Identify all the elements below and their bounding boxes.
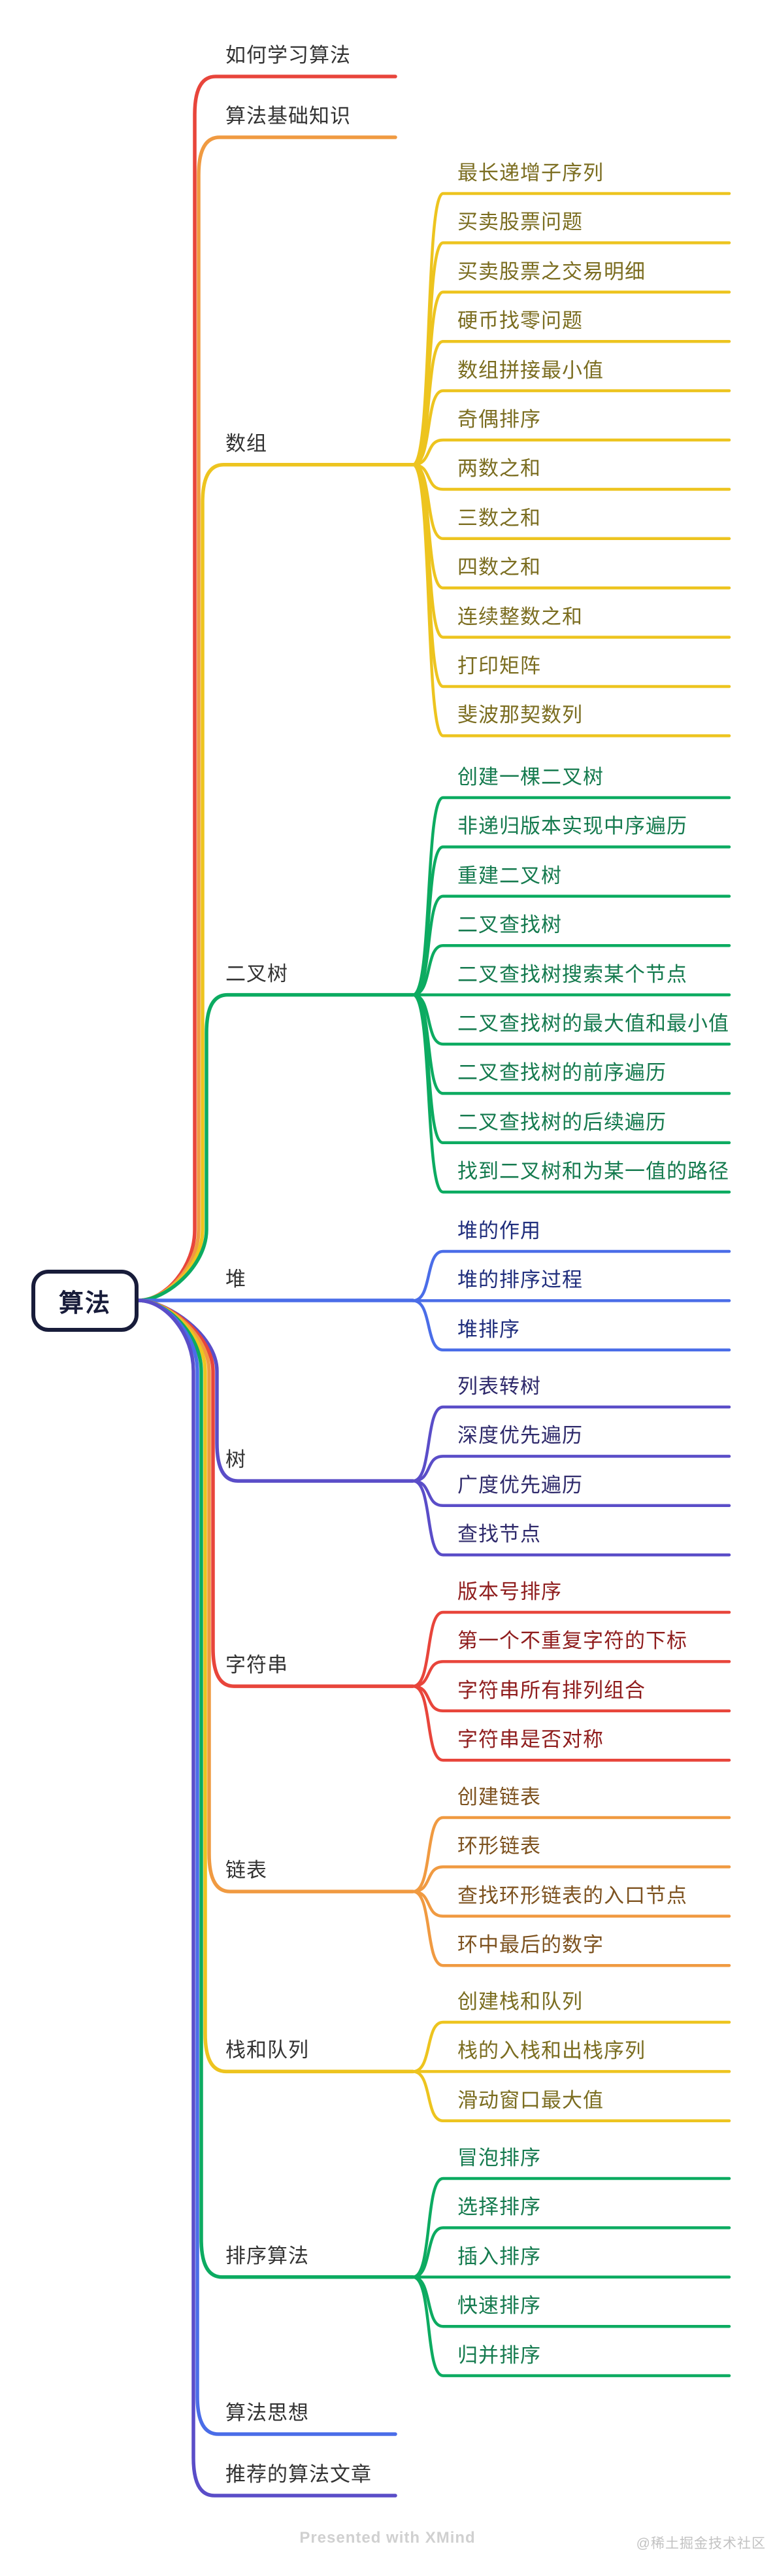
sub-topic[interactable]: 创建栈和队列 [457,1990,583,2013]
sub-topic[interactable]: 找到二叉树和为某一值的路径 [457,1160,729,1183]
juejin-watermark: @稀土掘金技术社区 [636,2536,766,2551]
sub-topic[interactable]: 选择排序 [457,2195,541,2219]
sub-topic[interactable]: 连续整数之和 [457,605,583,628]
branch-wire [137,462,415,1302]
branch-wire [411,1610,731,1688]
sub-topic[interactable]: 创建链表 [457,1786,541,1808]
main-topic-6[interactable]: 树 [225,1448,246,1472]
sub-topic[interactable]: 二叉查找树搜索某个节点 [457,962,687,986]
branch-wire [411,2177,731,2279]
branch-wire [411,1299,731,1352]
branch-wire [411,1455,731,1483]
main-topic-10[interactable]: 排序算法 [225,2244,309,2267]
sub-topic[interactable]: 环形链表 [457,1835,541,1858]
sub-topic[interactable]: 二叉查找树的最大值和最小值 [457,1012,729,1035]
sub-topic[interactable]: 字符串所有排列组合 [457,1678,646,1702]
sub-topic[interactable]: 查找节点 [457,1523,541,1546]
branch-wire [411,894,731,996]
main-topic-3[interactable]: 数组 [225,432,267,455]
branch-wire [411,2226,731,2279]
branch-wire [411,943,731,996]
sub-topic[interactable]: 栈的入栈和出栈序列 [457,2039,646,2063]
branch-wire [137,1298,415,2279]
main-topic-8[interactable]: 链表 [225,1859,267,1882]
main-topic-7[interactable]: 字符串 [225,1653,288,1677]
sub-topic[interactable]: 两数之和 [457,457,541,481]
sub-topic[interactable]: 广度优先遍历 [457,1473,583,1497]
sub-topic[interactable]: 非递归版本实现中序遍历 [457,815,687,838]
sub-topic[interactable]: 环中最后的数字 [457,1933,604,1957]
branch-wire [137,135,397,1302]
sub-topic[interactable]: 列表转树 [457,1375,541,1398]
sub-topic[interactable]: 最长递增子序列 [457,161,604,184]
sub-topic[interactable]: 二叉查找树的前序遍历 [457,1061,667,1085]
main-topic-5[interactable]: 堆 [225,1268,246,1291]
sub-topic[interactable]: 二叉查找树 [457,913,562,937]
sub-topic[interactable]: 堆的作用 [457,1219,541,1242]
main-topic-2[interactable]: 算法基础知识 [225,105,351,127]
sub-topic[interactable]: 深度优先遍历 [457,1424,583,1448]
sub-topic[interactable]: 买卖股票之交易明细 [457,260,646,283]
sub-topic[interactable]: 四数之和 [457,556,541,579]
sub-topic[interactable]: 奇偶排序 [457,408,541,431]
sub-topic[interactable]: 硬币找零问题 [457,309,583,333]
branch-wire [411,438,731,466]
sub-topic[interactable]: 二叉查找树的后续遍历 [457,1110,667,1134]
sub-topic[interactable]: 堆的排序过程 [457,1268,583,1292]
root-topic-label: 算法 [58,1290,111,1317]
branch-wire [137,1298,415,1688]
sub-topic[interactable]: 插入排序 [457,2245,541,2268]
branch-wire [411,1405,731,1483]
sub-topic[interactable]: 创建一棵二叉树 [457,766,604,788]
sub-topic[interactable]: 版本号排序 [457,1580,562,1603]
main-topic-11[interactable]: 算法思想 [225,2401,309,2424]
sub-topic[interactable]: 斐波那契数列 [457,703,583,727]
sub-topic[interactable]: 快速排序 [457,2294,541,2318]
sub-topic[interactable]: 第一个不重复字符的下标 [457,1629,687,1653]
sub-topic[interactable]: 字符串是否对称 [457,1728,604,1752]
sub-topic[interactable]: 三数之和 [457,506,541,530]
branch-wire [137,75,397,1302]
sub-topic[interactable]: 归并排序 [457,2343,541,2367]
branch-wire [411,463,731,737]
sub-topic[interactable]: 打印矩阵 [457,654,541,677]
branch-wire [137,1298,415,1893]
main-topic-9[interactable]: 栈和队列 [225,2039,309,2062]
main-topic-1[interactable]: 如何学习算法 [225,44,351,67]
branch-wire [411,1249,731,1302]
sub-topic[interactable]: 重建二叉树 [457,864,562,887]
main-topic-4[interactable]: 二叉树 [225,962,288,985]
branch-wire [411,389,731,466]
sub-topic[interactable]: 买卖股票问题 [457,211,583,234]
sub-topic[interactable]: 查找环形链表的入口节点 [457,1884,687,1907]
branch-wire [411,1865,731,1893]
branch-wire [411,1479,731,1557]
branch-wire [137,992,415,1302]
branch-wire [411,2275,731,2377]
branch-wire [411,1890,731,1967]
sub-topic[interactable]: 冒泡排序 [457,2146,541,2169]
sub-topic[interactable]: 数组拼接最小值 [457,358,604,382]
branch-wire [411,1684,731,1762]
sub-topic[interactable]: 滑动窗口最大值 [457,2088,604,2112]
main-topic-12[interactable]: 推荐的算法文章 [225,2463,372,2486]
root-topic[interactable]: 算法 [31,1270,139,1332]
branch-wire [411,993,731,1194]
branch-wire [411,1660,731,1688]
branch-wire [411,2070,731,2123]
presented-with-xmind-credit: Presented with XMind [299,2529,476,2547]
branch-wire [137,1298,397,2498]
sub-topic[interactable]: 堆排序 [457,1317,520,1341]
branch-wire [411,1816,731,1893]
branch-wire [411,2020,731,2073]
